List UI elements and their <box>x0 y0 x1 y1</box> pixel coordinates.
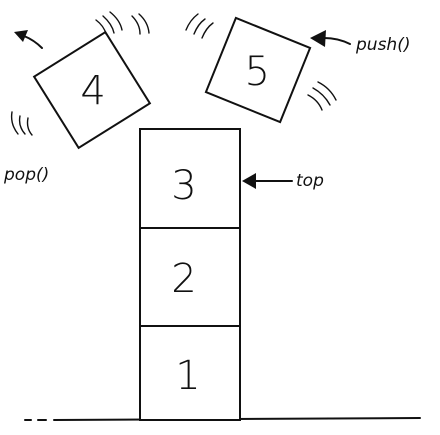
pop-arrow <box>14 30 43 49</box>
top-label: top <box>296 171 324 191</box>
pop-label: pop() <box>3 165 49 185</box>
push-label: push() <box>355 35 410 55</box>
top-arrow <box>242 173 293 189</box>
popped-block: 4 <box>32 30 152 150</box>
stack: 3 2 1 <box>139 128 241 421</box>
stack-block-2 <box>139 227 241 327</box>
push-arrow <box>310 30 351 47</box>
stack-block-2-label: 2 <box>171 256 196 302</box>
popped-block-label: 4 <box>80 69 105 115</box>
stack-block-1-label: 1 <box>175 353 200 399</box>
pushed-block-label: 5 <box>245 49 270 95</box>
popped-motion-lines <box>10 11 123 136</box>
stack-block-3-label: 3 <box>171 163 196 209</box>
stack-block-1 <box>139 325 241 421</box>
pushed-motion-lines <box>131 13 337 111</box>
stack-block-3 <box>139 128 241 229</box>
pushed-block: 5 <box>204 16 312 124</box>
